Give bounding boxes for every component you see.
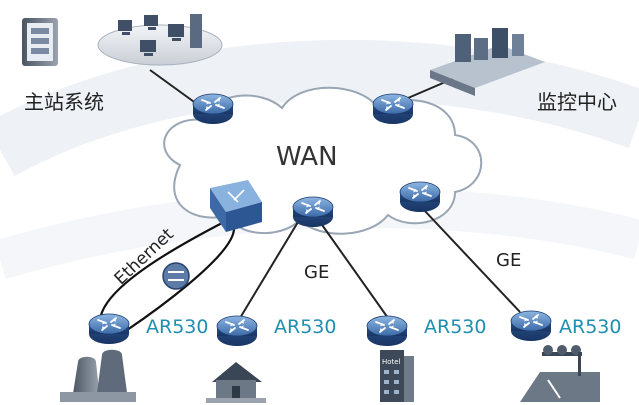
background-swoosh bbox=[0, 39, 639, 177]
monitoring-center-label: 监控中心 bbox=[537, 90, 617, 114]
wan-router-monitor bbox=[372, 93, 414, 125]
master-station-label: 主站系统 bbox=[24, 90, 104, 114]
link-ge-router3 bbox=[319, 221, 389, 319]
traffic-road-icon bbox=[520, 345, 600, 402]
wan-router-master bbox=[192, 93, 234, 125]
svg-text:Hotel: Hotel bbox=[382, 358, 401, 366]
core-switch-icon bbox=[210, 180, 262, 232]
workstation-cluster-icon bbox=[97, 24, 223, 66]
server-group-icon bbox=[22, 18, 58, 66]
branch-router-label-1: AR530 bbox=[146, 316, 209, 338]
master-station-group bbox=[22, 14, 223, 66]
link-ge-router2 bbox=[239, 221, 299, 319]
link-ge-router4 bbox=[423, 209, 521, 313]
ge-label-right: GE bbox=[496, 250, 522, 271]
datacenter-icon bbox=[430, 28, 545, 96]
branch-router-label-2: AR530 bbox=[274, 316, 337, 338]
branch-router-label-3: AR530 bbox=[424, 316, 487, 338]
branch-router-1 bbox=[88, 313, 130, 345]
wan-router-right bbox=[399, 181, 441, 213]
house-icon bbox=[206, 362, 266, 403]
wan-router-center bbox=[292, 196, 334, 228]
ge-label-left: GE bbox=[304, 262, 330, 283]
branch-router-label-4: AR530 bbox=[559, 316, 622, 338]
branch-router-3 bbox=[366, 315, 408, 347]
hotel-building-icon: Hotel bbox=[380, 350, 414, 402]
branch-router-2 bbox=[216, 315, 258, 347]
firewall-icon bbox=[162, 262, 190, 290]
workstation-icons bbox=[118, 14, 202, 56]
cooling-tower-icon bbox=[60, 349, 136, 402]
wan-label: WAN bbox=[276, 142, 338, 172]
branch-router-4 bbox=[510, 310, 552, 342]
